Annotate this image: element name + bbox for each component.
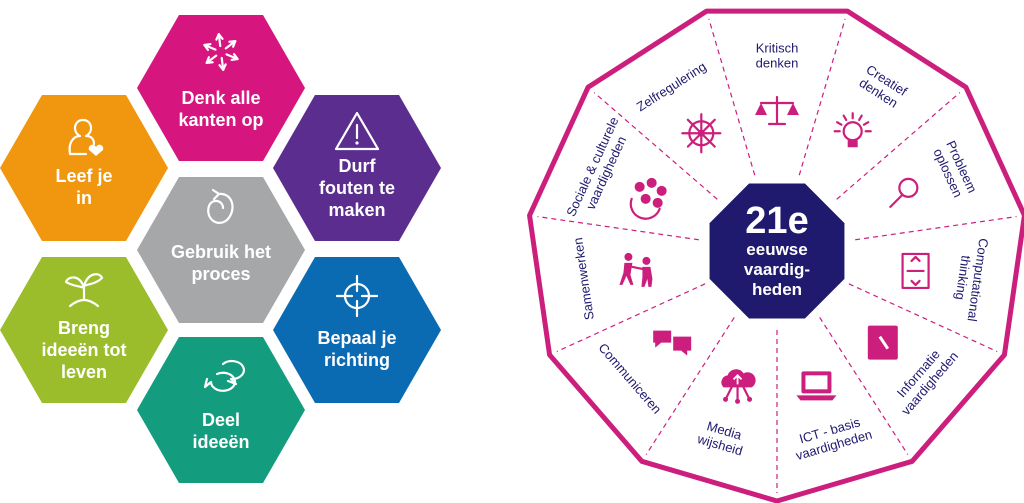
wheel-segment: Samenwerken [570, 237, 653, 321]
wheel-segment: Communiceren [595, 330, 692, 417]
magnifier-icon [889, 177, 919, 208]
hexagon-label-line: Bepaal je [317, 328, 396, 348]
segment-label-line: Kritisch [756, 41, 799, 56]
crosshair-icon [335, 274, 379, 318]
lightbulb-icon [833, 112, 872, 148]
segment-label: Samenwerken [570, 237, 597, 321]
center-title-line: 21e [745, 200, 808, 242]
hexagon-label-line: in [76, 188, 92, 208]
wheel-divider [708, 18, 756, 176]
cloud-network-icon [721, 369, 756, 404]
center-title-line: vaardig- [744, 260, 810, 279]
wheel-divider [819, 317, 909, 455]
wheel-divider [537, 215, 699, 241]
hexagon-label-line: kanten op [178, 110, 263, 130]
hexagon-label-line: richting [324, 350, 390, 370]
wheel-divider [645, 317, 735, 455]
wheel-divider [798, 18, 846, 176]
laptop-icon [796, 371, 837, 401]
code-brackets-icon [901, 252, 930, 290]
hexagon-label-line: Denk alle [181, 88, 260, 108]
segment-label-line: Samenwerken [570, 237, 597, 321]
hexagon-label-line: Deel [202, 410, 240, 430]
center-title-line: eeuwse [746, 240, 807, 259]
segment-label: Zelfregulering [634, 59, 709, 115]
segment-label-line: Communiceren [595, 340, 664, 416]
info-panel-icon [867, 325, 898, 360]
hexagon-shape [0, 257, 168, 403]
wheel-divider [593, 92, 718, 200]
hexagon-shape [137, 15, 305, 161]
wheel-divider [848, 283, 998, 353]
person-heart-icon [68, 118, 104, 156]
ship-wheel-icon [681, 113, 722, 154]
hexagon-label-line: proces [191, 264, 250, 284]
hexagon-label-line: Durf [339, 156, 377, 176]
hexagon-shape [0, 95, 168, 241]
hexagon-label-line: ideeën [192, 432, 249, 452]
wheel-divider [556, 283, 706, 353]
center-title-line: heden [752, 280, 802, 299]
wheel-divider [855, 215, 1017, 241]
hexagon-label-line: ideeën tot [41, 340, 126, 360]
arrows-out-icon [203, 33, 239, 71]
hexagon-label-line: Breng [58, 318, 110, 338]
segment-label-line: denken [756, 56, 799, 71]
hexagon-label-line: maken [328, 200, 385, 220]
chat-bubbles-icon [653, 330, 692, 356]
center-octagon [709, 183, 845, 319]
speech-bubbles-icon [203, 359, 246, 392]
wheel-outline [527, 8, 1024, 503]
hexagon-label-line: leven [61, 362, 107, 382]
group-icon [629, 177, 667, 220]
hexagon-label-line: fouten te [319, 178, 395, 198]
spiral-arrow-icon [207, 188, 234, 224]
hexagon-shape [137, 337, 305, 483]
wheel-divider [836, 92, 961, 200]
segment-label-line: thinking [952, 255, 973, 301]
warning-icon [334, 111, 380, 151]
hexagon-shape [137, 177, 305, 323]
hexagon-shape [273, 95, 441, 241]
hexagon-label-line: Gebruik het [171, 242, 271, 262]
hexagon-shape [273, 257, 441, 403]
segment-label-line: Zelfregulering [634, 59, 709, 115]
segment-label: Communiceren [595, 340, 664, 416]
hexagon-label-line: Leef je [55, 166, 112, 186]
sprout-icon [64, 273, 104, 308]
people-collaborating-icon [619, 252, 653, 287]
scales-icon [755, 95, 799, 126]
